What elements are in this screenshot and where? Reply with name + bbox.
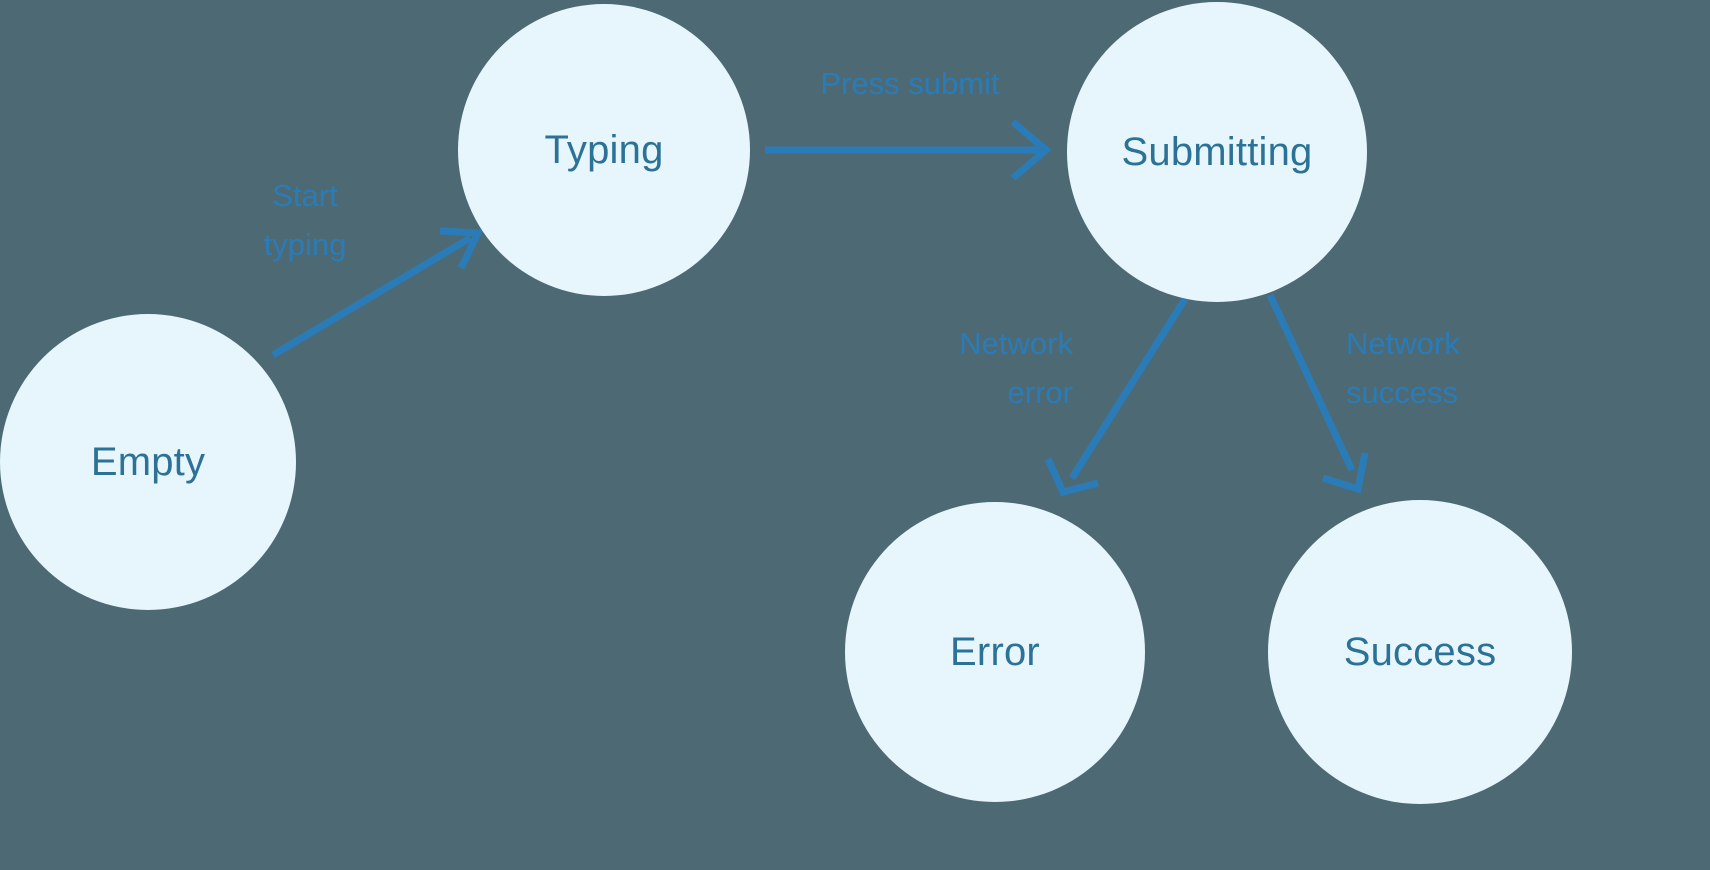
edge-empty-to-typing — [271, 227, 484, 359]
state-node-success[interactable]: Success — [1268, 500, 1572, 804]
edge-submitting-to-error-arrowhead — [1044, 457, 1099, 497]
edge-typing-to-submitting — [765, 119, 1052, 181]
edge-typing-to-submitting-arrowhead — [1010, 119, 1052, 181]
state-label-error: Error — [950, 630, 1040, 674]
edge-label-network-success: Network success — [1346, 326, 1460, 410]
state-label-success: Success — [1343, 630, 1497, 674]
edge-submitting-to-error-line — [1069, 297, 1188, 480]
state-node-empty[interactable]: Empty — [0, 314, 296, 610]
state-node-submitting[interactable]: Submitting — [1067, 2, 1367, 302]
edge-label-start-typing: Start typing — [263, 178, 347, 262]
state-label-empty: Empty — [90, 440, 206, 484]
edge-label-press-submit: Press submit — [820, 66, 1000, 101]
state-label-typing: Typing — [544, 128, 664, 172]
state-node-error[interactable]: Error — [845, 502, 1145, 802]
edge-empty-to-typing-arrowhead — [439, 227, 484, 270]
edge-label-network-error: Network error — [959, 326, 1073, 410]
state-label-submitting: Submitting — [1121, 130, 1313, 174]
edge-submitting-to-success — [1266, 293, 1369, 494]
state-node-typing[interactable]: Typing — [458, 4, 750, 296]
edge-submitting-to-success-arrowhead — [1321, 452, 1369, 494]
edge-empty-to-typing-line — [271, 234, 472, 359]
edge-submitting-to-success-line — [1266, 293, 1356, 472]
edge-submitting-to-error — [1044, 297, 1188, 497]
